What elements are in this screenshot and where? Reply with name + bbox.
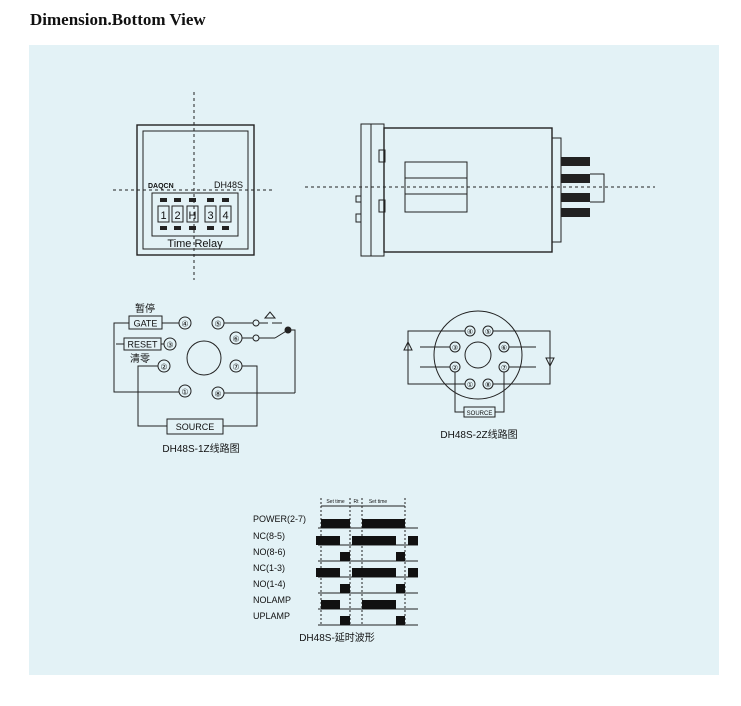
pin-2z-5: ⑤	[485, 328, 491, 336]
timing-row-label: NO(8-6)	[253, 547, 286, 557]
pin-2z-3: ③	[452, 344, 458, 352]
pin-2z-7: ⑦	[501, 364, 507, 372]
timing-row-label: NOLAMP	[253, 595, 291, 605]
timing-top-rt: Rt	[354, 499, 360, 505]
digit-2: 2	[174, 210, 180, 222]
pin-2z-2: ②	[452, 364, 458, 372]
wiring-2z	[403, 310, 555, 418]
timing-row-label: NC(8-5)	[253, 531, 285, 541]
source-label-1z: SOURCE	[176, 422, 215, 432]
timing-top-set-time-1: Set time	[326, 499, 345, 505]
timing-row-label: UPLAMP	[253, 611, 290, 621]
pin-1z-5: ⑤	[214, 320, 221, 329]
brand-label: DAQCN	[148, 183, 174, 190]
pin-1z-2: ②	[160, 363, 167, 372]
pin-2z-1: ①	[467, 381, 473, 389]
reset-cn-label: 清零	[130, 352, 150, 365]
timing-diagram	[316, 498, 418, 626]
wiring-1z	[113, 311, 296, 435]
gate-cn-label: 暂停	[135, 302, 155, 315]
pin-1z-3: ③	[166, 341, 173, 350]
front-view	[113, 92, 275, 280]
front-caption: Time Relay	[167, 238, 223, 250]
pin-2z-8: ⑧	[485, 381, 491, 389]
reset-label: RESET	[127, 340, 158, 350]
caption-timing: DH48S-延时波形	[299, 631, 375, 644]
page-heading: Dimension.Bottom View	[30, 10, 206, 29]
model-label: DH48S	[214, 180, 243, 190]
caption-2z: DH48S-2Z线路图	[440, 428, 517, 441]
pin-1z-7: ⑦	[232, 363, 239, 372]
source-label-2z: SOURCE	[467, 411, 493, 417]
side-view	[305, 123, 655, 257]
gate-label: GATE	[134, 319, 158, 329]
pin-1z-8: ⑧	[214, 390, 221, 399]
digit-1: 1	[160, 210, 166, 222]
pin-1z-6: ⑥	[232, 335, 239, 344]
timing-row-label: NO(1-4)	[253, 579, 286, 589]
digit-5: 4	[222, 210, 228, 222]
timing-row-label: POWER(2-7)	[253, 514, 306, 524]
timing-top-set-time-2: Set time	[369, 499, 388, 505]
caption-1z: DH48S-1Z线路图	[162, 442, 239, 455]
pin-2z-4: ④	[467, 328, 473, 336]
pin-1z-4: ④	[181, 320, 188, 329]
digit-4: 3	[207, 210, 213, 222]
pin-2z-6: ⑥	[501, 344, 507, 352]
digit-3: H	[189, 210, 197, 222]
timing-row-label: NC(1-3)	[253, 563, 285, 573]
pin-1z-1: ①	[181, 388, 188, 397]
